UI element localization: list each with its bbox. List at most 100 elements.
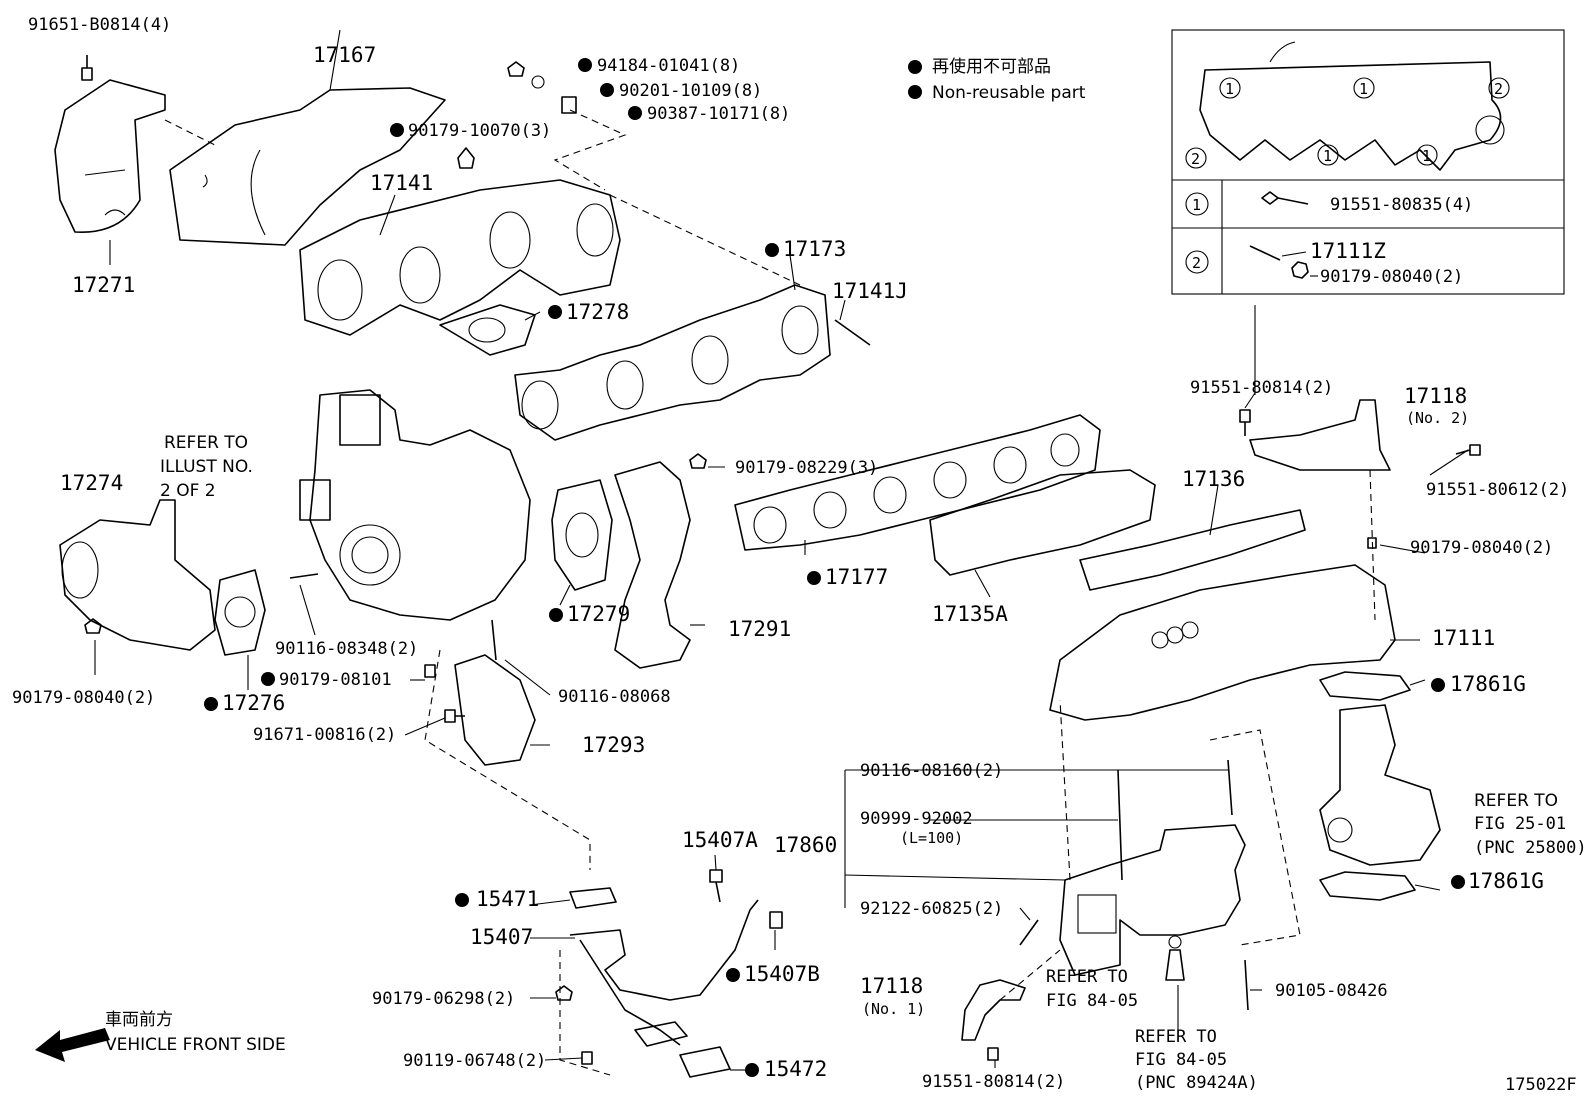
- callout-label: (L=100): [900, 829, 963, 847]
- turbo-actuator: [339, 394, 381, 446]
- callout-label: 17177: [825, 565, 888, 589]
- non-reusable-markers: [204, 58, 1465, 1077]
- egr-valve: [1319, 704, 1441, 866]
- heat-insulator-17271: [54, 79, 166, 234]
- gasket-17861G-upper: [1319, 671, 1411, 701]
- exhaust-pipe-17291: [614, 461, 691, 669]
- front-label-en: VEHICLE FRONT SIDE: [105, 1035, 286, 1055]
- refer-note: ILLUST NO.: [160, 457, 253, 477]
- gasket-17279: [551, 479, 613, 591]
- nut-icon: [689, 453, 707, 469]
- manifold-ports: [317, 203, 614, 321]
- callout-label: 17111: [1432, 626, 1495, 650]
- nut-icon: [1291, 261, 1309, 279]
- callout-label: 90116-08068: [558, 687, 671, 707]
- oil-pipe-15407: [569, 899, 759, 1001]
- inset-frame: [1171, 29, 1565, 295]
- callout-label: 17136: [1182, 467, 1245, 491]
- callout-label: 17135A: [932, 602, 1008, 626]
- legend: 再使用不可部品 Non-reusable part: [908, 56, 1086, 103]
- inset-row2-part-b: 90179-08040(2): [1320, 267, 1463, 287]
- turbocharger-body: [309, 389, 531, 621]
- refer-note: REFER TO: [1135, 1027, 1217, 1047]
- callout-label: 90201-10109(8): [619, 81, 762, 101]
- gasket-17177: [734, 414, 1101, 551]
- gasket-17861G-lower: [1319, 871, 1416, 901]
- refer-note: 2 OF 2: [160, 481, 216, 501]
- nut-icon: [1367, 537, 1377, 549]
- refer-note: REFER TO: [1474, 791, 1558, 811]
- callout-label: 17118: [860, 974, 923, 998]
- callout-label: 17278: [566, 300, 629, 324]
- callout-label: 15472: [764, 1057, 827, 1081]
- callout-label: 91551-80814(2): [1190, 378, 1333, 398]
- callout-label: 90116-08160(2): [860, 761, 1003, 781]
- stud-90116-08068: [491, 619, 497, 661]
- gasket-17276: [214, 569, 266, 656]
- bolt-icon: [581, 1051, 593, 1065]
- callout-label: 90179-08040(2): [12, 688, 155, 708]
- union-bolt-15407B: [769, 911, 783, 929]
- bracket-17118-no2: [1249, 399, 1391, 471]
- non-reusable-dot-icon: [908, 85, 922, 99]
- heat-insulator-17167: [169, 87, 446, 246]
- callout-label: 90119-06748(2): [403, 1051, 546, 1071]
- callout-label: 17293: [582, 733, 645, 757]
- washer-icon: [531, 75, 545, 89]
- front-label-jp: 車両前方: [105, 1010, 173, 1030]
- callout-label: 90387-10171(8): [647, 104, 790, 124]
- callout-label: 15471: [476, 887, 539, 911]
- gasket-15471: [569, 887, 617, 909]
- refer-note: (PNC 89424A): [1135, 1073, 1258, 1093]
- nut-icon: [457, 147, 475, 169]
- svg-text:2: 2: [1191, 150, 1200, 168]
- inset-row2-part-a: 17111Z: [1310, 239, 1386, 263]
- stud-90116-08348: [289, 573, 319, 579]
- inset-box: 1 1 1 1 2 2 1 91551-80835(4) 2 17111Z 90…: [1171, 29, 1565, 295]
- refer-note: REFER TO: [1046, 967, 1128, 987]
- callout-label: (No. 2): [1406, 409, 1469, 427]
- callout-label: 90179-08229(3): [735, 458, 878, 478]
- legend-jp: 再使用不可部品: [932, 56, 1051, 77]
- row1-marker-circle: [1185, 192, 1209, 216]
- callout-label: 92122-60825(2): [860, 899, 1003, 919]
- callout-label: 91551-80612(2): [1426, 480, 1569, 500]
- sleeve-icon: [561, 96, 577, 114]
- bolt-90105-08426: [1244, 959, 1249, 1011]
- callout-label: 17141: [370, 171, 433, 195]
- leader-lines: [94, 29, 1469, 1076]
- callout-label: 17276: [222, 691, 285, 715]
- part-drawings: [35, 55, 1481, 1078]
- svg-text:2: 2: [1494, 80, 1503, 98]
- callout-label: 17279: [567, 602, 630, 626]
- callout-label: 90179-10070(3): [408, 121, 551, 141]
- intake-pipe-17274: [59, 499, 216, 651]
- stud-90999-92002: [1117, 769, 1123, 881]
- refer-note: FIG 25-01: [1474, 814, 1566, 834]
- callout-label: 17861G: [1468, 869, 1544, 893]
- refer-note: FIG 84-05: [1135, 1050, 1227, 1070]
- inset-manifold-sketch: [1199, 61, 1502, 171]
- union-bolt-15407A: [709, 869, 723, 903]
- temperature-sensor: [1165, 949, 1185, 981]
- nut-icon: [424, 664, 436, 678]
- callout-label: 91551-80814(2): [922, 1072, 1065, 1092]
- gasket-17173: [514, 284, 831, 441]
- vehicle-front-arrow-icon: [35, 1028, 110, 1062]
- stud-92122-60825: [1019, 919, 1039, 946]
- callout-labels: 91651-B0814(4) 17167 17271 94184-01041(8…: [12, 15, 1587, 1093]
- bracket-17293: [454, 654, 536, 766]
- callout-label: 90105-08426: [1275, 981, 1388, 1001]
- callout-label: 17274: [60, 471, 123, 495]
- egr-pipe-17860: [1059, 824, 1246, 976]
- svg-text:1: 1: [1225, 80, 1234, 98]
- turbo-sensor: [299, 479, 331, 521]
- refer-note: REFER TO: [164, 433, 248, 453]
- refer-note: FIG 84-05: [1046, 991, 1138, 1011]
- bracket-17118-no1: [961, 979, 1026, 1041]
- callout-label: 17291: [728, 617, 791, 641]
- svg-text:1: 1: [1422, 147, 1431, 165]
- callout-label: 15407: [470, 925, 533, 949]
- row1-marker: 1: [1192, 196, 1201, 214]
- non-reusable-dot-icon: [908, 60, 922, 74]
